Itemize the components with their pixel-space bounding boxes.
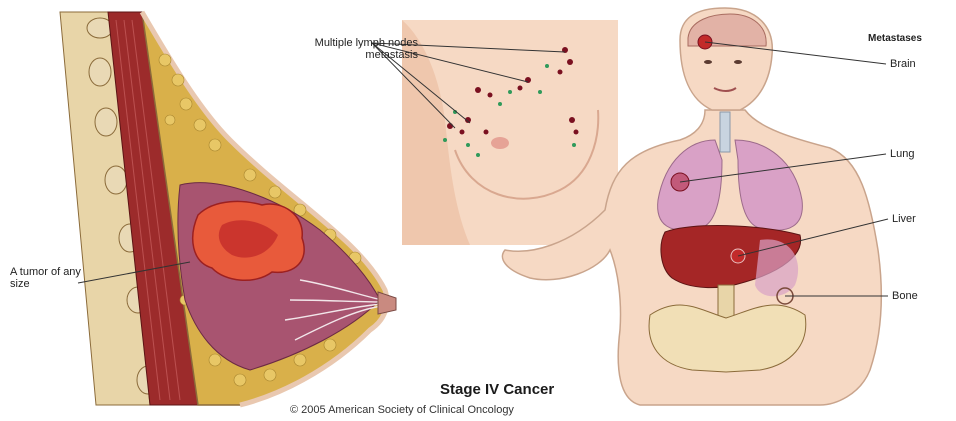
inset-nipple (491, 137, 509, 149)
bone-label: Bone (892, 290, 918, 302)
nipple (378, 292, 396, 314)
lymph-nodes-label: Multiple lymph nodes metastasis (298, 37, 418, 61)
tumor-label: A tumor of any size (10, 266, 90, 290)
copyright-notice: © 2005 American Society of Clinical Onco… (290, 404, 514, 416)
trachea (720, 112, 730, 152)
breast-cross-section (60, 12, 396, 405)
lung-label: Lung (890, 148, 914, 160)
liver-label: Liver (892, 213, 916, 225)
metastases-heading: Metastases (868, 33, 922, 45)
brain-label: Brain (890, 58, 916, 70)
figure-title: Stage IV Cancer (440, 384, 554, 396)
